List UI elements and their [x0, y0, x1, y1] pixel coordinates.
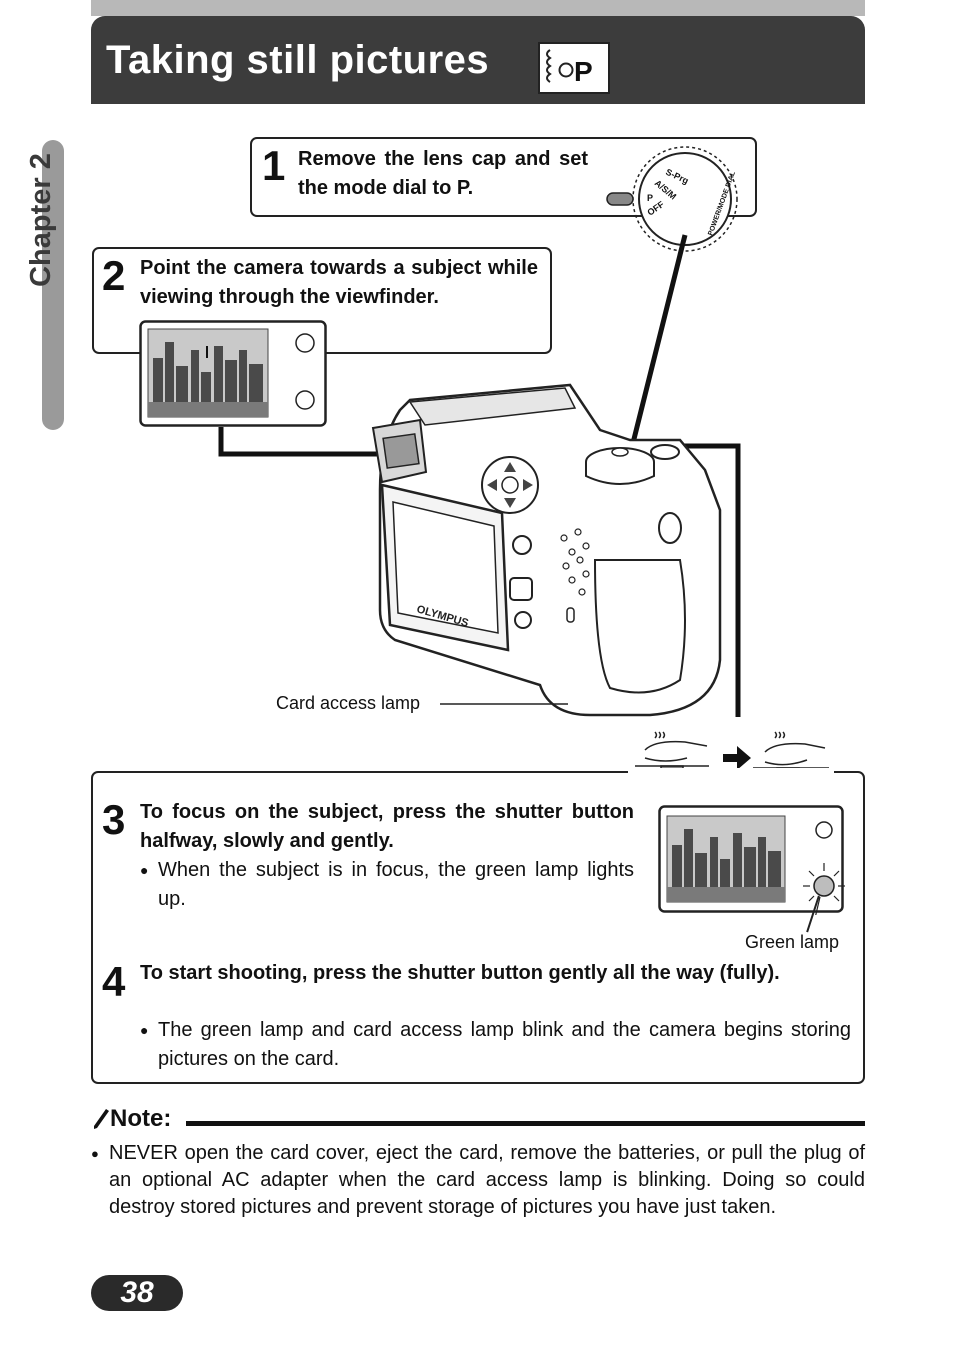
- note-title: Note:: [110, 1105, 172, 1132]
- step-3-text: To focus on the subject, press the shutt…: [140, 801, 634, 852]
- note-text: NEVER open the card cover, eject the car…: [109, 1142, 865, 1218]
- box-top-gap: [628, 768, 834, 776]
- step-3-bullet-text: When the subject is in focus, the green …: [158, 859, 634, 910]
- step-1-text: Remove the lens cap and set the mode dia…: [298, 148, 588, 199]
- chapter-label: Chapter 2: [25, 153, 57, 287]
- step-4-text: To start shooting, press the shutter but…: [140, 962, 780, 984]
- bullet-icon: ●: [140, 862, 149, 878]
- mode-dial-icon: S-Prg A/S/M P OFF POWER/MODE DIAL: [606, 146, 738, 252]
- green-lamp-illustration: [658, 805, 846, 932]
- page-title: Taking still pictures: [106, 38, 490, 82]
- note-pencil-icon: [92, 1108, 110, 1135]
- green-lamp-caption: Green lamp: [745, 932, 840, 952]
- arrow-right-icon: [723, 746, 751, 770]
- step-3-bullet: ● When the subject is in focus, the gree…: [140, 856, 634, 914]
- step-1-number: 1: [262, 142, 286, 189]
- note-rule: [186, 1121, 865, 1126]
- page-header: [91, 16, 865, 104]
- step-2-text: Point the camera towards a subject while…: [140, 257, 538, 308]
- page-number: 38: [91, 1275, 183, 1311]
- step-4-number: 4: [102, 958, 126, 1005]
- program-mode-icon: P: [538, 42, 610, 94]
- chapter-tab: [42, 140, 64, 430]
- card-access-lamp-caption: Card access lamp: [276, 693, 421, 713]
- step-3-number: 3: [102, 796, 126, 843]
- mode-icon-letter: P: [574, 56, 593, 87]
- note-bullet-icon: ●: [91, 1146, 99, 1161]
- step-2-number: 2: [102, 252, 126, 299]
- dial-label-p: P: [647, 193, 653, 203]
- bullet-icon: ●: [140, 1022, 149, 1038]
- step-4-bullet: ● The green lamp and card access lamp bl…: [140, 1016, 851, 1074]
- viewfinder-illustration: [139, 320, 327, 427]
- header-top-band: [91, 0, 865, 16]
- step-4-bullet-text: The green lamp and card access lamp blin…: [158, 1019, 851, 1070]
- camera-illustration: S-Prg A/S/M P OFF POWER/MODE DIAL OLYMPU…: [210, 140, 770, 720]
